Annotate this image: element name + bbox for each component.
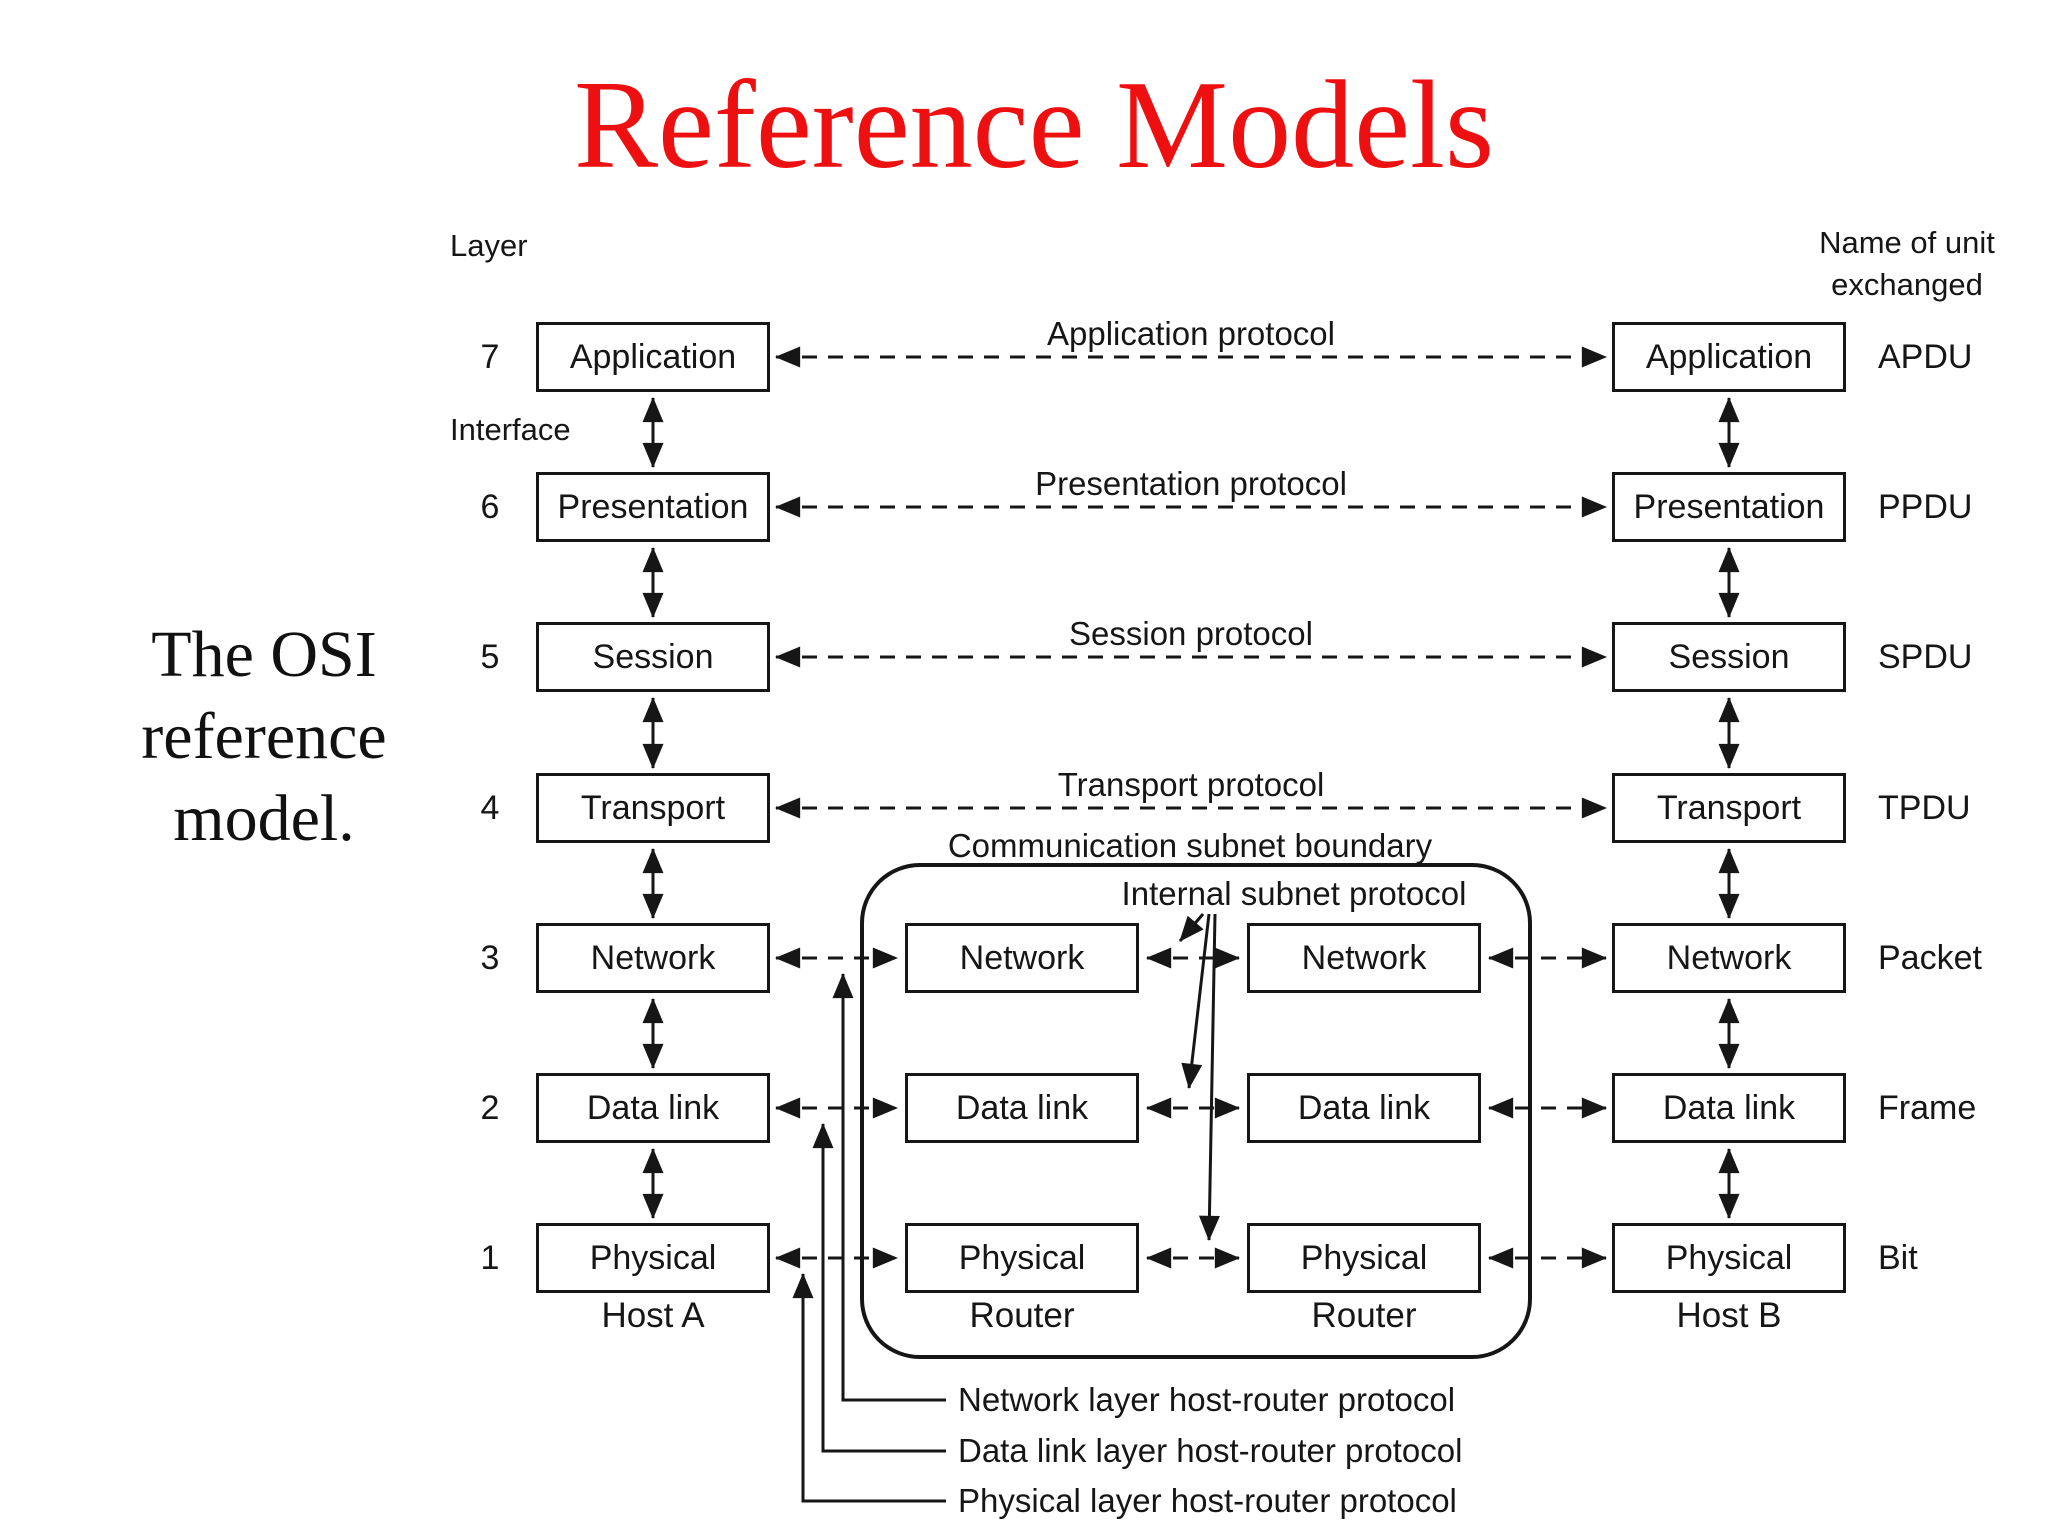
host-a-transport-box: Transport	[536, 773, 770, 843]
transport-protocol-label: Transport protocol	[1057, 766, 1325, 803]
host-b-physical-box: Physical	[1612, 1223, 1846, 1293]
internal-subnet-pointer-arrows	[1178, 913, 1220, 1242]
unit-column-header: Name of unit exchanged	[1797, 222, 2017, 306]
left-caption: The OSI reference model.	[88, 614, 440, 860]
router2-caption: Router	[1311, 1296, 1417, 1335]
layer-number-3: 3	[480, 939, 500, 977]
router2-datalink-box: Data link	[1247, 1073, 1481, 1143]
host-a-session-box: Session	[536, 622, 770, 692]
interface-arrows	[642, 396, 1740, 1220]
layer-number-2: 2	[480, 1089, 500, 1127]
router2-network-box: Network	[1247, 923, 1481, 993]
caption-line-1: The OSI	[151, 618, 377, 691]
network-host-router-protocol-label: Network layer host-router protocol	[958, 1381, 1456, 1418]
host-a-application-box: Application	[536, 322, 770, 392]
layer-number-4: 4	[480, 789, 500, 827]
host-b-session-box: Session	[1612, 622, 1846, 692]
unit-packet-label: Packet	[1878, 939, 1982, 977]
unit-bit-label: Bit	[1878, 1239, 1918, 1277]
caption-line-2: reference	[141, 700, 387, 773]
presentation-protocol-label: Presentation protocol	[1035, 465, 1347, 502]
host-a-datalink-box: Data link	[536, 1073, 770, 1143]
datalink-host-router-protocol-label: Data link layer host-router protocol	[958, 1432, 1463, 1469]
unit-header-line-1: Name of unit	[1819, 225, 1995, 260]
router1-network-box: Network	[905, 923, 1139, 993]
physical-host-router-protocol-label: Physical layer host-router protocol	[958, 1482, 1457, 1519]
subnet-boundary-outline	[860, 863, 1532, 1359]
caption-line-3: model.	[173, 782, 355, 855]
host-b-network-box: Network	[1612, 923, 1846, 993]
unit-ppdu-label: PPDU	[1878, 488, 1973, 526]
host-b-presentation-box: Presentation	[1612, 472, 1846, 542]
peer-protocol-dashed-arrows	[774, 346, 1608, 1269]
host-b-transport-box: Transport	[1612, 773, 1846, 843]
router1-physical-box: Physical	[905, 1223, 1139, 1293]
router2-physical-box: Physical	[1247, 1223, 1481, 1293]
unit-spdu-label: SPDU	[1878, 638, 1973, 676]
internal-subnet-protocol-label: Internal subnet protocol	[1121, 875, 1467, 912]
host-b-caption: Host B	[1676, 1296, 1782, 1335]
router1-datalink-box: Data link	[905, 1073, 1139, 1143]
unit-header-line-2: exchanged	[1831, 267, 1983, 302]
router1-caption: Router	[969, 1296, 1075, 1335]
slide-title: Reference Models	[573, 56, 1495, 195]
layer-number-7: 7	[480, 338, 500, 376]
host-a-presentation-box: Presentation	[536, 472, 770, 542]
layer-column-header: Layer	[450, 228, 528, 263]
host-a-caption: Host A	[601, 1296, 705, 1335]
session-protocol-label: Session protocol	[1069, 615, 1313, 652]
host-b-application-box: Application	[1612, 322, 1846, 392]
unit-apdu-label: APDU	[1878, 338, 1973, 376]
application-protocol-label: Application protocol	[1046, 315, 1335, 352]
communication-subnet-boundary-label: Communication subnet boundary	[947, 827, 1433, 864]
host-a-network-box: Network	[536, 923, 770, 993]
unit-tpdu-label: TPDU	[1878, 789, 1971, 827]
layer-number-5: 5	[480, 638, 500, 676]
interface-label: Interface	[450, 412, 571, 447]
host-b-datalink-box: Data link	[1612, 1073, 1846, 1143]
host-router-protocol-lines	[792, 972, 946, 1503]
host-a-physical-box: Physical	[536, 1223, 770, 1293]
layer-number-6: 6	[480, 488, 500, 526]
unit-frame-label: Frame	[1878, 1089, 1977, 1127]
layer-number-1: 1	[480, 1239, 500, 1277]
